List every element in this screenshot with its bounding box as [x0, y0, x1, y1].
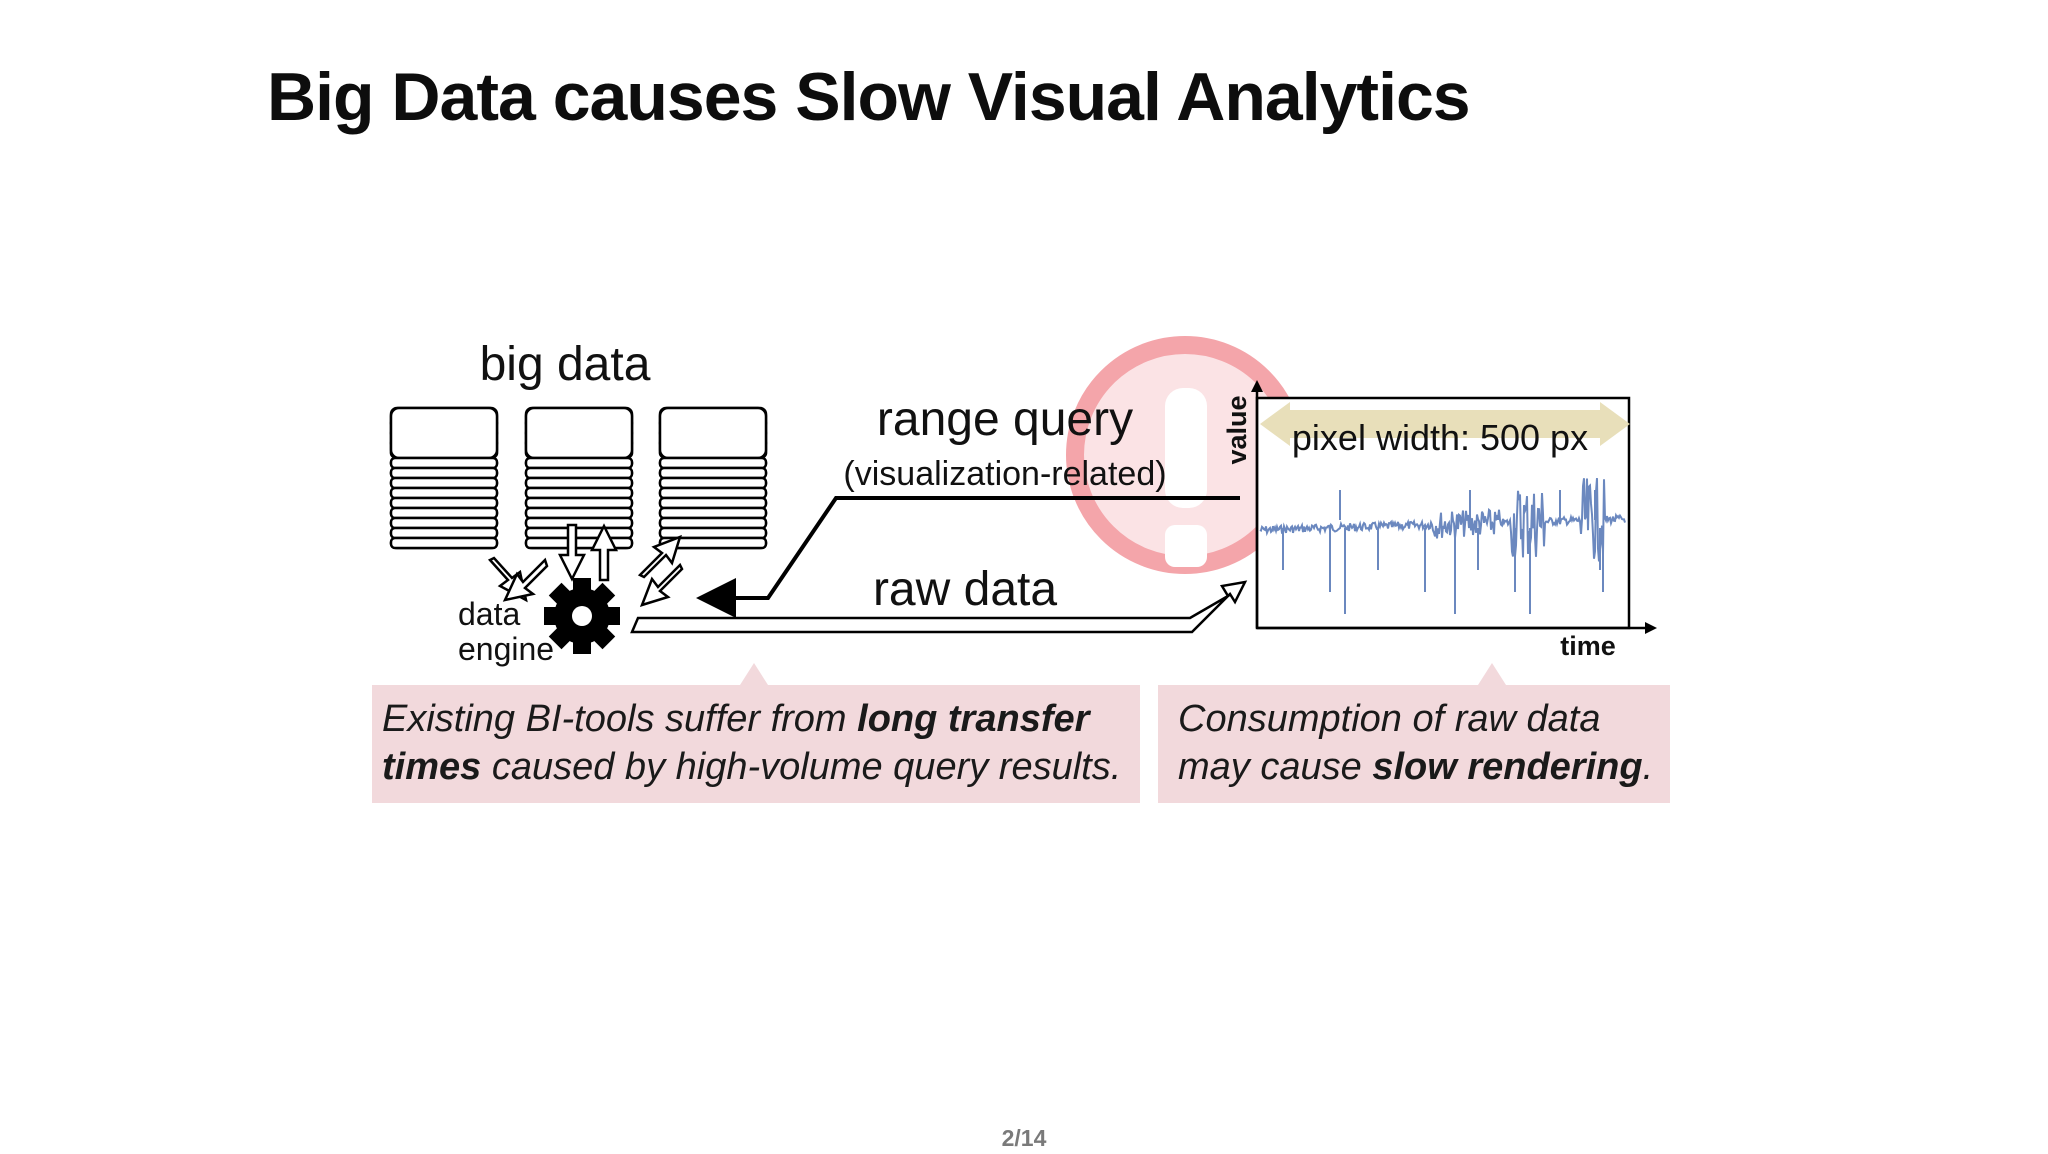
server-disk [524, 406, 634, 460]
engine-label-line2: engine [458, 631, 554, 667]
signal-trace [1259, 478, 1626, 614]
raw-data-arrow [630, 580, 1248, 634]
server-disk [658, 456, 768, 470]
callout-pointer [740, 663, 768, 685]
server-disk [389, 476, 499, 490]
server-disk [524, 516, 634, 530]
pixel-width-indicator [1260, 402, 1630, 446]
server-disk [389, 456, 499, 470]
server-stack-2 [524, 406, 634, 550]
server-disk [389, 466, 499, 480]
server-disk [389, 406, 499, 460]
server-disk [658, 466, 768, 480]
callout-right-text: Consumption of raw data may cause [1178, 698, 1601, 788]
server-disk [389, 486, 499, 500]
server-disk [524, 536, 634, 550]
x-axis-label: time [1560, 631, 1616, 661]
time-series-plot: pixel width: 500 px value time [1222, 380, 1657, 661]
server-disk [524, 496, 634, 510]
server-disk [389, 516, 499, 530]
callout-slow-rendering: Consumption of raw data may cause slow r… [1158, 663, 1670, 803]
server-stack-3 [658, 406, 768, 550]
page-number: 2/14 [1001, 1125, 1047, 1151]
server-disk [524, 466, 634, 480]
engine-label-line1: data [458, 596, 520, 632]
server-disk [658, 496, 768, 510]
callout-transfer-times: Existing BI-tools suffer from long trans… [372, 663, 1140, 803]
slide-title: Big Data causes Slow Visual Analytics [267, 59, 1471, 135]
server-disk [524, 506, 634, 520]
server-disk [389, 536, 499, 550]
callout-right-bold: slow rendering [1372, 746, 1643, 788]
gear-icon [544, 578, 620, 654]
pixel-width-label: pixel width: 500 px [1292, 417, 1588, 458]
server-stack-1 [389, 406, 499, 550]
callout-pointer [1478, 663, 1506, 685]
callout-left-text-end: caused by high-volume query results. [481, 746, 1122, 788]
big-data-label: big data [480, 338, 651, 391]
range-query-sublabel: (visualization-related) [843, 455, 1166, 493]
server-disk [524, 476, 634, 490]
server-disk [524, 486, 634, 500]
data-flow-arrows [487, 523, 684, 607]
server-disk [389, 526, 499, 540]
server-disk [524, 526, 634, 540]
y-axis-label: value [1222, 395, 1252, 464]
range-query-arrow [696, 496, 1240, 618]
server-disk [389, 506, 499, 520]
range-query-label: range query [877, 393, 1133, 446]
callout-left-text: Existing BI-tools suffer from [382, 698, 858, 740]
callout-right-text-end: . [1642, 746, 1654, 788]
server-disk [658, 486, 768, 500]
server-disk [658, 536, 768, 550]
server-disk [524, 456, 634, 470]
server-disk [658, 406, 768, 460]
server-disk [658, 506, 768, 520]
server-disk [658, 476, 768, 490]
server-disk [658, 516, 768, 530]
raw-data-label: raw data [873, 563, 1057, 616]
callout-left-bold: long transfer times [382, 698, 1090, 788]
server-disk [658, 526, 768, 540]
server-disk [389, 496, 499, 510]
